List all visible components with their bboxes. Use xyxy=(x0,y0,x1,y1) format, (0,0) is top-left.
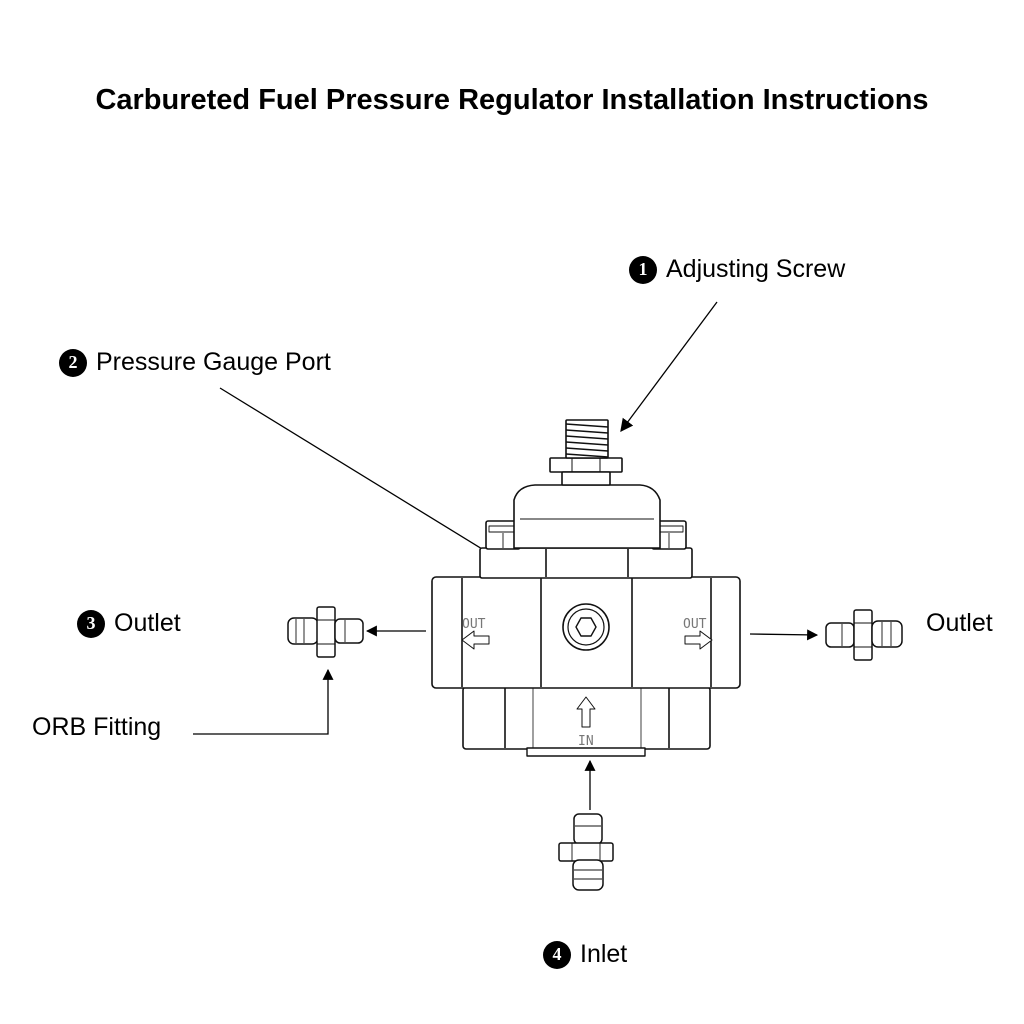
in-label: IN xyxy=(578,734,594,749)
outlet-right-arrow xyxy=(749,629,819,641)
callout-number-badge: 2 xyxy=(59,348,87,377)
in-marking xyxy=(576,696,596,728)
callout-number-badge: 4 xyxy=(543,940,571,969)
out-right-marking xyxy=(684,630,713,650)
page-title: Carbureted Fuel Pressure Regulator Insta… xyxy=(95,84,929,116)
orb-fitting-leader xyxy=(193,668,334,735)
callout-inlet: 4 Inlet xyxy=(543,940,627,969)
callout-label: Inlet xyxy=(580,940,628,968)
callout-label: Outlet xyxy=(926,609,993,637)
adjusting-screw-leader xyxy=(620,301,718,433)
callout-number-badge: 1 xyxy=(629,255,657,284)
outlet-fitting-right-icon xyxy=(825,609,903,661)
callout-label: ORB Fitting xyxy=(32,713,162,741)
orb-fitting-left-icon xyxy=(287,606,364,658)
callout-label: Adjusting Screw xyxy=(666,255,846,283)
callout-outlet-left: 3 Outlet xyxy=(77,609,181,638)
out-right-label: OUT xyxy=(683,617,707,632)
callout-outlet-right: Outlet xyxy=(926,609,993,638)
callout-pressure-gauge-port: 2 Pressure Gauge Port xyxy=(59,348,331,377)
adjusting-screw-icon xyxy=(565,419,609,459)
callout-label: Outlet xyxy=(114,609,181,637)
out-left-marking xyxy=(461,630,490,650)
gauge-port-plug-icon xyxy=(562,603,610,651)
callout-adjusting-screw: 1 Adjusting Screw xyxy=(629,255,845,284)
callout-orb-fitting: ORB Fitting xyxy=(32,713,161,742)
bolt-left-icon xyxy=(485,520,521,550)
callout-label: Pressure Gauge Port xyxy=(96,348,331,376)
callout-number-badge: 3 xyxy=(77,609,105,638)
inlet-fitting-icon xyxy=(558,813,614,891)
out-left-label: OUT xyxy=(462,617,486,632)
regulator-body xyxy=(431,419,741,757)
